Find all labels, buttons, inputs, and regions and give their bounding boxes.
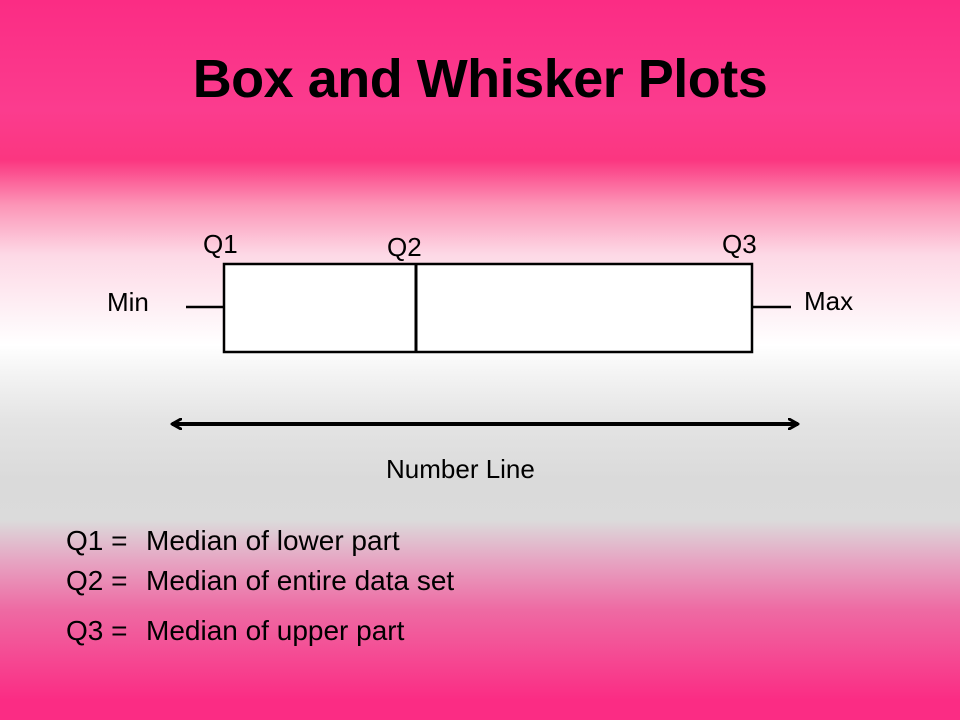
q1-label: Q1 bbox=[203, 229, 238, 259]
number-line-label: Number Line bbox=[386, 454, 535, 484]
definition-meaning: Median of lower part bbox=[146, 525, 400, 556]
definition-q2: Q2 = Median of entire data set bbox=[66, 564, 454, 598]
q3-label: Q3 bbox=[722, 229, 757, 259]
slide-title: Box and Whisker Plots bbox=[192, 49, 768, 109]
max-label: Max bbox=[804, 286, 854, 316]
definition-q1: Q1 = Median of lower part bbox=[66, 524, 400, 558]
definition-q3: Q3 = Median of upper part bbox=[66, 614, 404, 648]
q2-label: Q2 bbox=[387, 232, 422, 262]
min-label: Min bbox=[107, 287, 149, 317]
interquartile-box bbox=[222, 262, 754, 354]
definition-meaning: Median of upper part bbox=[146, 615, 405, 646]
definition-meaning: Median of entire data set bbox=[146, 565, 455, 596]
definition-term: Q3 = bbox=[66, 615, 128, 646]
definition-term: Q1 = bbox=[66, 525, 128, 556]
definition-term: Q2 = bbox=[66, 565, 128, 596]
